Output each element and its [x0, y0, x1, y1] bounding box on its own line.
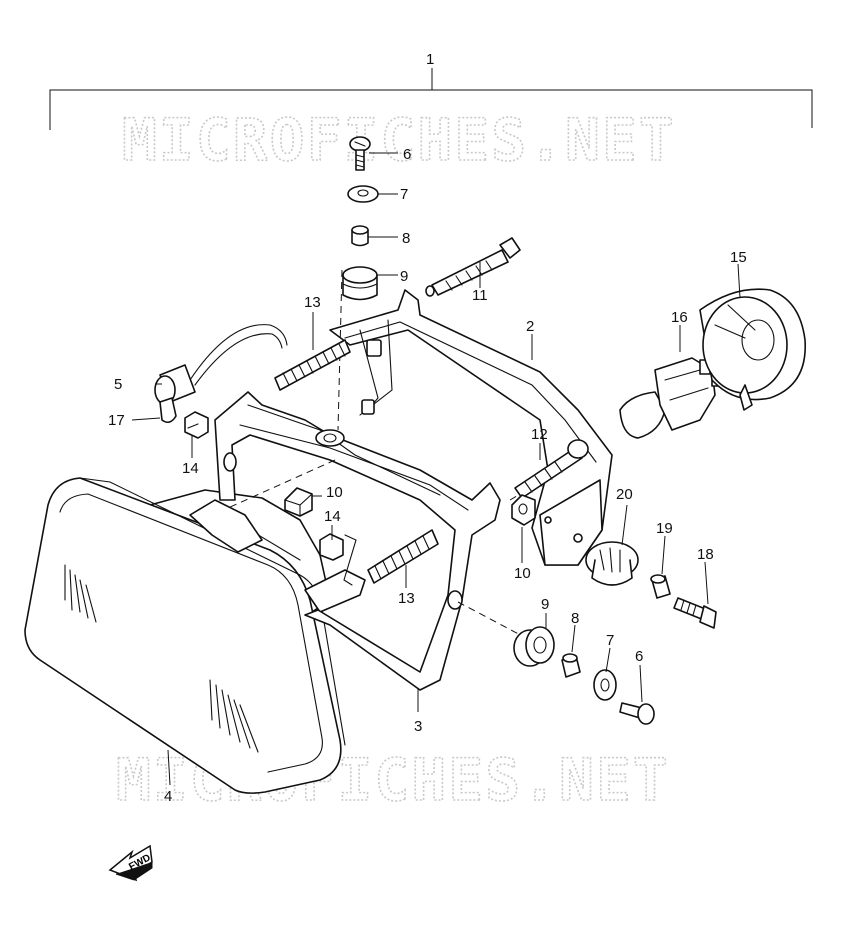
headlamp-bulb [619, 357, 723, 439]
callout-9-top: 9 [400, 268, 408, 285]
callout-15: 15 [730, 249, 747, 266]
bulb-dust-cover [699, 288, 806, 411]
callout-8-bottom: 8 [571, 610, 579, 627]
frame-bolt [514, 439, 589, 499]
position-bulb [159, 397, 177, 424]
callout-13-lower: 13 [398, 590, 415, 607]
position-lamp-socket [154, 324, 288, 405]
headlamp-socket [585, 541, 639, 586]
assembly-bracket [49, 68, 813, 130]
callout-9-bottom: 9 [541, 596, 549, 613]
leader-lines [131, 152, 741, 786]
grommet-top [342, 266, 378, 301]
callout-3: 3 [414, 718, 422, 735]
callout-2: 2 [526, 318, 534, 335]
callout-6-top: 6 [403, 146, 411, 163]
callout-16: 16 [671, 309, 688, 326]
nut-upper [284, 487, 313, 517]
callout-20: 20 [616, 486, 633, 503]
callout-10-upper: 10 [326, 484, 343, 501]
adjust-bolt [425, 237, 521, 297]
callout-5: 5 [114, 376, 122, 393]
nut-lower [511, 494, 536, 526]
collar-lower [561, 653, 581, 678]
callout-14-upper: 14 [182, 460, 199, 477]
callout-19: 19 [656, 520, 673, 537]
callout-18: 18 [697, 546, 714, 563]
callout-12: 12 [531, 426, 548, 443]
clip-upper [184, 411, 209, 439]
callout-14-lower: 14 [324, 508, 341, 525]
spring-upper [274, 339, 351, 391]
headlamp-lens-unit [24, 477, 366, 794]
clip-lower [319, 533, 357, 586]
spring-lower [367, 529, 439, 584]
washer-top [347, 185, 379, 203]
screw-lower [619, 702, 655, 725]
callout-7-bottom: 7 [606, 632, 614, 649]
fwd-arrow: FWD [108, 844, 153, 882]
headlamp-frame-upper [329, 289, 613, 566]
washer-lower [593, 669, 617, 701]
callout-11: 11 [472, 287, 488, 304]
collar-top [351, 225, 369, 247]
socket-bolt [673, 597, 717, 629]
watermark-top: MICROFICHES.NET [122, 106, 676, 174]
callout-labels: 1 2 3 4 5 6 6 7 7 8 8 9 9 10 10 11 12 13… [108, 51, 747, 805]
callout-17: 17 [108, 412, 125, 429]
callout-7-top: 7 [400, 186, 408, 203]
callout-1: 1 [426, 51, 434, 68]
callout-4: 4 [164, 788, 172, 805]
grommet-lower [513, 626, 555, 667]
screw-top [349, 136, 371, 171]
callout-10-lower: 10 [514, 565, 531, 582]
spacer [650, 574, 671, 599]
callout-8-top: 8 [402, 230, 410, 247]
callout-6-bottom: 6 [635, 648, 643, 665]
headlamp-frame-lower [214, 391, 501, 691]
callout-13-upper: 13 [304, 294, 321, 311]
